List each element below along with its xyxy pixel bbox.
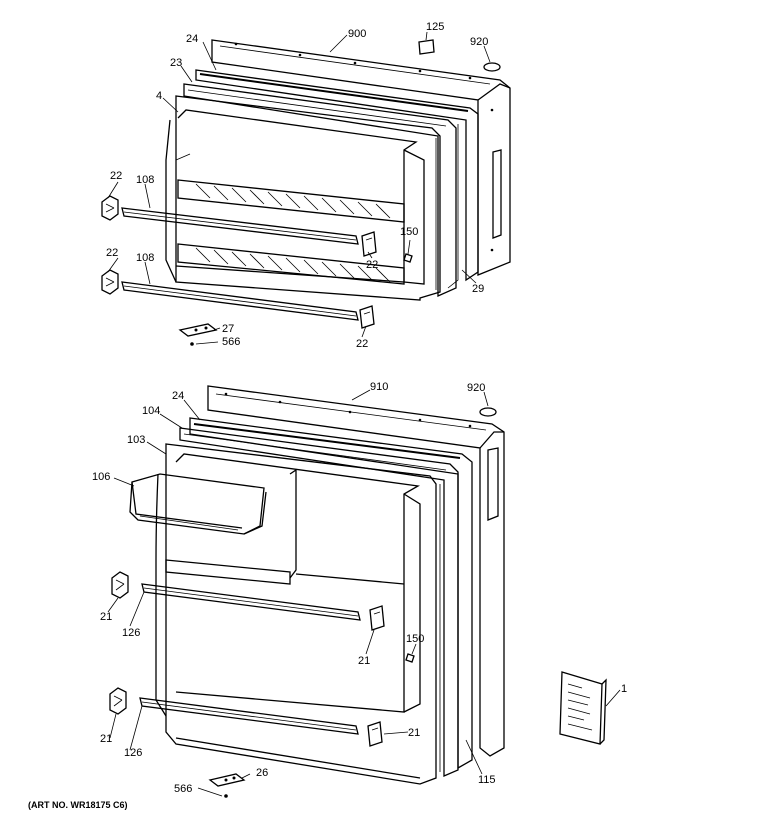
label-900: 900 bbox=[348, 28, 366, 40]
label-150: 150 bbox=[400, 226, 418, 238]
leader-lines-bottom bbox=[107, 389, 621, 797]
label-566: 566 bbox=[174, 783, 192, 795]
outer-door-panel-900 bbox=[211, 39, 511, 276]
shelf-bar-126-lower bbox=[139, 697, 359, 735]
bar-end-cap-22-right-upper bbox=[361, 231, 377, 257]
label-106: 106 bbox=[92, 471, 110, 483]
bar-end-cap-22-right-lower bbox=[359, 305, 375, 329]
door-gasket-24-bottom bbox=[189, 417, 473, 770]
shelf-bar-108-upper bbox=[121, 207, 359, 245]
label-150: 150 bbox=[406, 633, 424, 645]
label-103: 103 bbox=[127, 434, 145, 446]
label-920: 920 bbox=[470, 36, 488, 48]
freezer-inner-liner-4 bbox=[165, 95, 441, 301]
label-108: 108 bbox=[136, 174, 154, 186]
label-26: 26 bbox=[256, 767, 268, 779]
label-29: 29 bbox=[472, 283, 484, 295]
label-108: 108 bbox=[136, 252, 154, 264]
bar-end-cap-21-right-lower bbox=[367, 721, 383, 747]
freezer-door-assembly bbox=[101, 31, 511, 346]
bar-end-cap-21-left-upper bbox=[111, 571, 129, 599]
label-21: 21 bbox=[358, 655, 370, 667]
label-115: 115 bbox=[478, 774, 496, 786]
screw-150-top bbox=[403, 239, 413, 263]
hinge-plate-27 bbox=[178, 323, 218, 337]
fresh-food-door-assembly bbox=[107, 385, 621, 798]
label-23: 23 bbox=[170, 57, 182, 69]
label-22: 22 bbox=[356, 338, 368, 350]
part-labels-top: 24 900 125 920 23 4 22 108 22 108 150 22… bbox=[106, 21, 488, 350]
door-gasket-24 bbox=[195, 69, 479, 289]
label-1: 1 bbox=[621, 683, 627, 695]
bar-end-cap-21-left-lower bbox=[109, 687, 127, 715]
shelf-bar-108-lower bbox=[121, 281, 359, 321]
fresh-food-inner-liner-103 bbox=[155, 443, 437, 785]
label-125: 125 bbox=[426, 21, 444, 33]
bar-end-cap-21-right-upper bbox=[369, 605, 385, 631]
label-920: 920 bbox=[467, 382, 485, 394]
label-24: 24 bbox=[172, 390, 184, 402]
bar-end-cap-22-left-lower bbox=[101, 269, 119, 295]
label-22: 22 bbox=[106, 247, 118, 259]
hinge-plate-26 bbox=[208, 773, 246, 787]
butter-compartment-door-106 bbox=[129, 473, 267, 535]
screw-566-bottom bbox=[224, 794, 228, 798]
screw-566-top bbox=[190, 342, 194, 346]
instruction-booklet-1 bbox=[559, 671, 607, 745]
label-27: 27 bbox=[222, 323, 234, 335]
leader-lines-top bbox=[107, 31, 491, 345]
label-104: 104 bbox=[142, 405, 160, 417]
label-22: 22 bbox=[110, 170, 122, 182]
label-24: 24 bbox=[186, 33, 198, 45]
label-910: 910 bbox=[370, 381, 388, 393]
hinge-cap-920-top bbox=[483, 62, 501, 72]
label-21: 21 bbox=[100, 611, 112, 623]
shelf-bar-126-upper bbox=[141, 583, 361, 621]
label-21: 21 bbox=[408, 727, 420, 739]
label-126: 126 bbox=[124, 747, 142, 759]
label-126: 126 bbox=[122, 627, 140, 639]
door-liner-104 bbox=[179, 427, 459, 777]
art-number-caption: (ART NO. WR18175 C6) bbox=[28, 800, 128, 810]
label-566: 566 bbox=[222, 336, 240, 348]
bar-end-cap-22-left-upper bbox=[101, 195, 119, 221]
label-22: 22 bbox=[366, 259, 378, 271]
outer-door-panel-910 bbox=[207, 385, 505, 757]
screw-150-bottom bbox=[405, 653, 415, 663]
label-4: 4 bbox=[156, 90, 162, 102]
part-labels-bottom: 910 920 24 104 103 106 21 126 150 21 1 2… bbox=[92, 381, 627, 795]
label-21: 21 bbox=[100, 733, 112, 745]
hinge-cap-920-bottom bbox=[479, 407, 497, 417]
plug-125 bbox=[418, 39, 435, 55]
